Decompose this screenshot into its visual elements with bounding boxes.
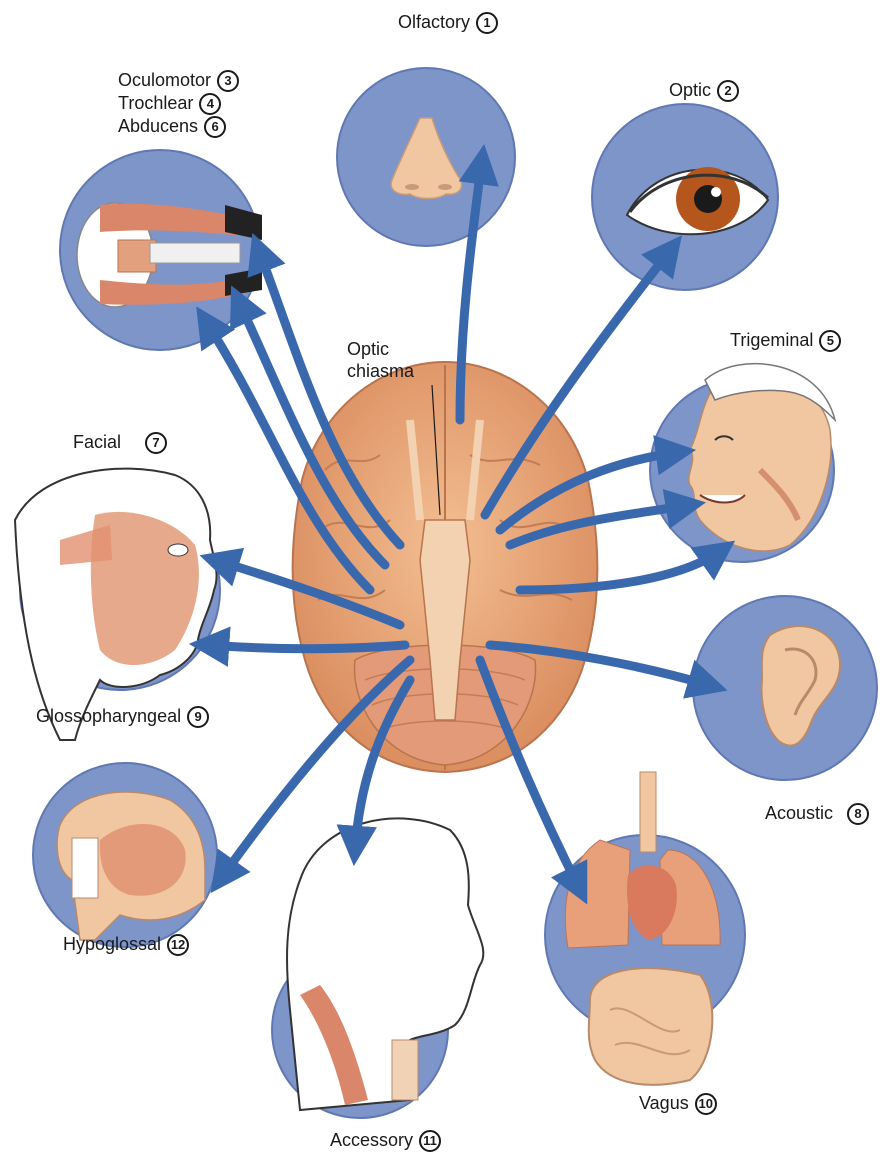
accessory-head-illustration [287, 818, 483, 1110]
eye-muscles-illustration [77, 203, 262, 307]
facial-head-illustration [15, 469, 217, 740]
optic-chiasma-line2: chiasma [347, 360, 414, 382]
brain-illustration [293, 362, 598, 772]
optic-chiasma-line1: Optic [347, 338, 414, 360]
label-optic-chiasma: Optic chiasma [347, 338, 414, 382]
arrow-glossopharyngeal [205, 645, 405, 649]
vagus-organs-illustration [565, 772, 720, 1085]
